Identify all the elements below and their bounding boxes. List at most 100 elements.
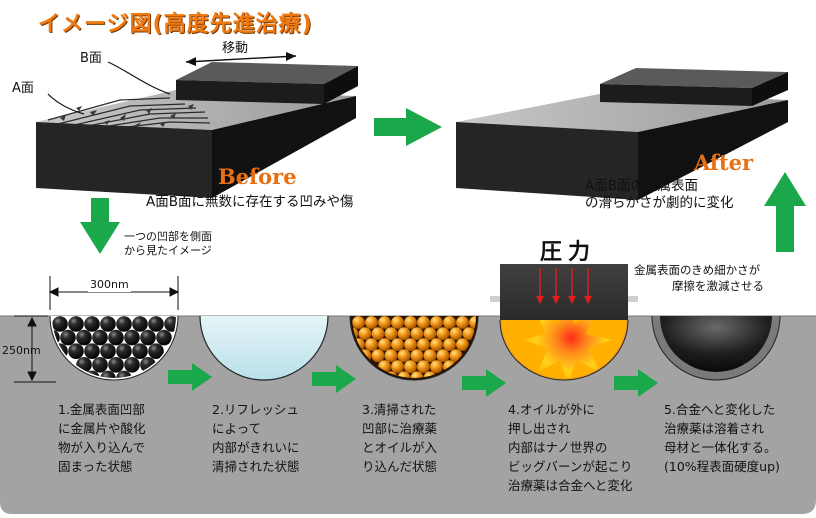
side-view-note: 一つの凹部を側面 から見たイメージ — [124, 230, 212, 258]
arrow-before-to-after — [374, 108, 442, 146]
pit-2-clean — [199, 315, 329, 381]
treatment-particle — [417, 338, 430, 351]
treatment-particle — [462, 327, 476, 340]
step-2-line-3: 内部がきれいに — [212, 440, 300, 455]
step-1-line-4: 固まった状態 — [58, 459, 133, 474]
step-3-line-4: り込んだ状態 — [362, 459, 438, 474]
side-view-note-line-2: から見たイメージ — [124, 244, 212, 257]
treatment-particle — [456, 316, 469, 329]
step-4-line-4: ビッグバーンが起こり — [508, 459, 633, 474]
step-arrow-3 — [462, 369, 506, 397]
friction-note-line-1: 金属表面のきめ細かさが — [634, 263, 761, 277]
debris-particle — [76, 329, 92, 346]
treatment-particle — [384, 349, 398, 363]
treatment-particle — [404, 360, 417, 374]
after-caption-line-2: の滑らかさが劇的に変化 — [585, 195, 734, 211]
debris-particle — [148, 316, 164, 332]
debris-particle — [60, 329, 76, 346]
step-arrow-4 — [614, 369, 658, 397]
treatment-particle — [456, 338, 469, 351]
treatment-particle — [378, 338, 391, 351]
pressure-block — [500, 264, 628, 320]
block-b-side — [324, 66, 358, 104]
treatment-particle — [358, 327, 372, 340]
move-arrow-left-head — [186, 57, 196, 66]
treatment-particle — [365, 316, 378, 329]
after-block-front — [600, 84, 752, 106]
pit-3-treatment — [349, 315, 479, 381]
treatment-particle — [371, 327, 385, 340]
step-5-line-2: 治療薬は溶着され — [664, 421, 765, 436]
step-3-text: 3.清掃された 凹部に治療薬 とオイルが入 り込んだ状態 — [362, 400, 512, 476]
step-5-text: 5.合金へと変化した 治療薬は溶着され 母材と一体化する。 (10%程表面硬度u… — [664, 400, 814, 476]
treatment-particle — [397, 327, 411, 340]
surface-pits — [60, 104, 194, 127]
treatment-particle — [410, 349, 424, 363]
step-3-line-1: 3.清掃された — [362, 402, 437, 417]
treatment-particle — [352, 316, 365, 329]
step-5-line-3: 母材と一体化する。 — [664, 440, 777, 455]
plate-a-front — [36, 122, 212, 198]
debris-particle — [84, 343, 100, 360]
step-4-line-3: 内部はナノ世界の — [508, 440, 608, 455]
treatment-particle — [391, 360, 404, 374]
label-move: 移動 — [222, 41, 249, 56]
debris-particle — [100, 370, 116, 378]
step-4-line-1: 4.オイルが外に — [508, 402, 595, 417]
after-caption-line-1: A面B面の金属表面 — [585, 178, 698, 194]
move-arrow-right-head — [286, 52, 296, 61]
label-b-face: B面 — [80, 51, 102, 66]
step-arrow-1 — [168, 363, 212, 391]
debris-particle — [148, 343, 164, 360]
step-4-line-2: 押し出され — [508, 421, 571, 436]
treatment-particle — [391, 338, 404, 351]
plate-a-side — [212, 96, 356, 198]
treatment-particle — [423, 349, 437, 363]
pressure-label: 圧力 — [540, 240, 597, 265]
pit-1-debris — [49, 315, 179, 381]
step-4-text: 4.オイルが外に 押し出され 内部はナノ世界の ビッグバーンが起こり 治療薬は合… — [508, 400, 668, 495]
step-2-line-1: 2.リフレッシュ — [212, 402, 299, 417]
treatment-particle — [436, 327, 450, 340]
leader-b-face — [107, 61, 171, 95]
treatment-particle — [443, 338, 456, 351]
step-1-line-1: 1.金属表面凹部 — [58, 402, 145, 417]
debris-particle — [108, 329, 124, 346]
treatment-particle — [384, 327, 398, 340]
after-plate-side — [638, 100, 788, 200]
width-label: 300nm — [88, 278, 131, 292]
surface-scratches — [47, 97, 211, 130]
step-2-line-4: 清掃された状態 — [212, 459, 300, 474]
treatment-particle — [371, 349, 385, 363]
leader-a-face — [47, 93, 85, 115]
step-3-line-2: 凹部に治療薬 — [362, 421, 438, 436]
debris-particle — [116, 316, 132, 332]
debris-particle — [92, 329, 108, 346]
after-plate — [456, 68, 788, 200]
pressure-arrows — [539, 268, 589, 300]
debris-particle — [108, 357, 124, 373]
depth-label: 250nm — [2, 344, 41, 357]
ground-body — [0, 316, 816, 514]
treatment-particle — [430, 316, 443, 329]
treatment-particle — [410, 371, 424, 378]
pit-5-alloy — [651, 315, 781, 381]
after-caption: A面B面の金属表面 の滑らかさが劇的に変化 — [585, 178, 734, 212]
debris-particle — [68, 316, 84, 332]
treatment-particle — [404, 316, 417, 329]
side-view-note-line-1: 一つの凹部を側面 — [124, 230, 212, 243]
after-block-top — [600, 68, 788, 88]
arrow-up-right — [764, 172, 806, 252]
debris-particle — [116, 370, 132, 378]
debris-particle — [116, 343, 132, 360]
after-block-side — [752, 72, 788, 106]
debris-particle — [100, 343, 116, 360]
pit-4-blast — [490, 264, 638, 381]
step-2-text: 2.リフレッシュ によって 内部がきれいに 清掃された状態 — [212, 400, 362, 476]
debris-particle — [92, 357, 108, 373]
block-b-front — [176, 80, 324, 104]
treatment-particle — [378, 316, 391, 329]
treatment-particle — [404, 338, 417, 351]
step-5-line-1: 5.合金へと変化した — [664, 402, 776, 417]
